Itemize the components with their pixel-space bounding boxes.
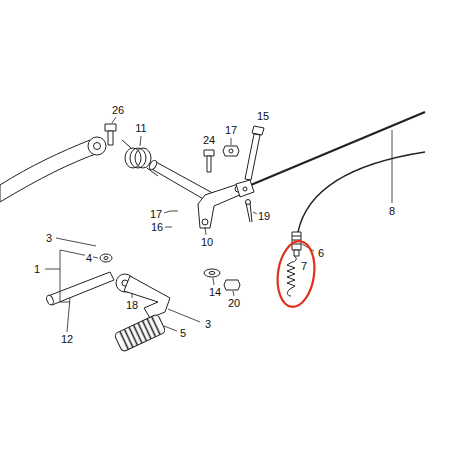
bolt	[204, 150, 214, 172]
nut	[223, 146, 239, 156]
washer	[104, 257, 108, 260]
pedal-rubber	[114, 314, 166, 352]
brake-lever	[148, 159, 242, 228]
callout-number: 4	[85, 252, 93, 264]
cotter-pin	[246, 203, 252, 222]
leader-lines	[112, 117, 116, 123]
callout-number: 12	[60, 333, 74, 345]
pedal-rubber	[114, 314, 166, 352]
bolt	[207, 156, 211, 172]
callout-number: 17	[149, 208, 163, 220]
leader-lines	[233, 291, 234, 296]
torsion-spring	[125, 148, 141, 168]
pivot-shaft	[45, 272, 114, 306]
brake-pedal	[116, 274, 170, 318]
leader-lines	[392, 130, 393, 203]
return-spring	[287, 262, 295, 289]
return-spring	[287, 289, 291, 296]
shift-arm	[0, 137, 106, 202]
leader-lines	[168, 309, 200, 322]
brake-lever	[148, 159, 158, 171]
brake-rod	[243, 187, 247, 191]
callout-number: 17	[224, 124, 238, 136]
callout-number: 1	[33, 263, 41, 275]
return-spring	[287, 256, 296, 296]
leader-lines	[231, 138, 232, 145]
leader-lines	[132, 293, 133, 298]
brake-rod	[236, 180, 254, 197]
pedal-rubber	[117, 315, 164, 351]
return-spring	[292, 256, 296, 262]
bolt	[108, 131, 113, 145]
callout-number: 7	[300, 260, 308, 272]
bolt	[105, 124, 116, 145]
shift-arm	[94, 143, 101, 150]
brake-pedal	[124, 276, 170, 318]
callout-number: 10	[200, 236, 214, 248]
callout-number: 20	[227, 297, 241, 309]
leader-lines	[205, 227, 206, 235]
bolt	[105, 124, 116, 131]
callout-number: 3	[204, 318, 212, 330]
leader-lines	[45, 117, 392, 332]
illustration	[0, 112, 425, 352]
callout-number: 15	[256, 110, 270, 122]
bolt	[245, 134, 260, 180]
callout-number: 11	[134, 122, 147, 134]
pivot-shaft	[48, 272, 114, 305]
callout-number: 18	[125, 299, 139, 311]
callout-number: 8	[388, 205, 396, 217]
nut	[223, 146, 239, 156]
leader-lines	[213, 278, 214, 285]
highlight-oval	[274, 239, 319, 309]
torsion-spring	[130, 148, 146, 168]
leader-lines	[56, 238, 96, 246]
callout-number: 6	[317, 247, 325, 259]
washer	[204, 269, 220, 277]
switch-cable	[294, 250, 299, 256]
switch-cable	[298, 152, 425, 232]
leader-lines	[140, 136, 141, 146]
leader-lines	[67, 298, 70, 332]
bolt	[245, 126, 264, 180]
cotter-pin	[246, 200, 253, 223]
washer	[209, 272, 215, 275]
callout-number: 26	[111, 104, 125, 116]
shift-arm	[0, 140, 101, 202]
switch-cable	[292, 152, 425, 256]
leader-lines	[164, 326, 177, 331]
bolt	[204, 150, 214, 156]
brake-rod	[246, 112, 425, 187]
callout-number: 5	[179, 327, 187, 339]
leader-lines	[45, 250, 98, 302]
torsion-spring	[135, 148, 151, 168]
nut	[229, 149, 233, 153]
shift-arm	[88, 137, 106, 155]
cotter-pin	[246, 200, 251, 205]
callout-number: 14	[208, 286, 222, 298]
callout-number: 3	[45, 232, 53, 244]
leader-lines	[164, 211, 170, 213]
callout-number: 24	[202, 134, 216, 146]
callout-number: 16	[150, 221, 164, 233]
brake-lever	[202, 219, 208, 225]
pivot-shaft	[45, 294, 54, 306]
washer	[100, 254, 112, 262]
leader-lines	[165, 211, 178, 227]
callout-number: 19	[257, 210, 271, 222]
brake-lever	[198, 184, 242, 228]
nut	[224, 280, 240, 290]
